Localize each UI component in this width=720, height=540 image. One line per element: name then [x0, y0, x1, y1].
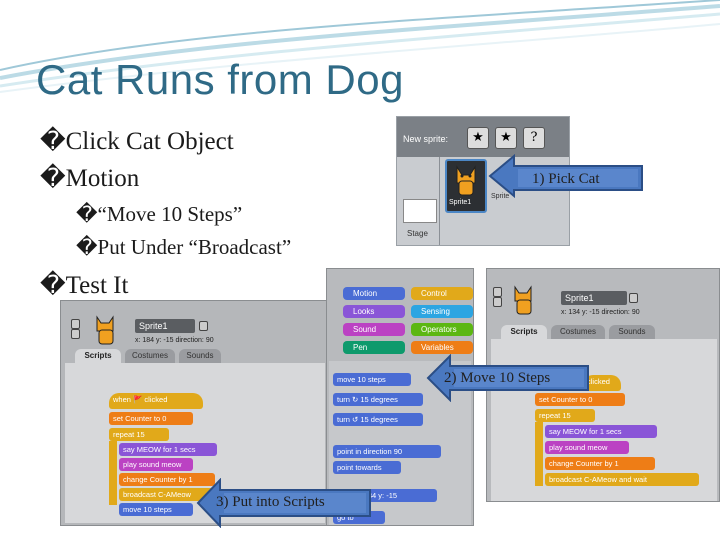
- sprite-name-field[interactable]: Sprite1: [561, 291, 627, 305]
- bullet-move-steps: �“Move 10 Steps”: [76, 202, 243, 226]
- repeat-block[interactable]: repeat 15: [109, 428, 169, 441]
- left-arrow-icon: [196, 478, 371, 528]
- callout-move-steps-text: 2) Move 10 Steps: [444, 370, 551, 386]
- category-sensing[interactable]: Sensing: [411, 305, 473, 318]
- rotate-style-icon[interactable]: [71, 319, 80, 329]
- tab-scripts[interactable]: Scripts: [75, 349, 121, 363]
- repeat-block[interactable]: repeat 15: [535, 409, 595, 422]
- new-sprite-panel: New sprite: ★ ★ ? Sprite1 Sprite Stage: [396, 116, 570, 246]
- broadcast-block[interactable]: broadcast C-AMeow: [119, 488, 215, 501]
- palette-point-direction-block[interactable]: point in direction 90: [333, 445, 441, 458]
- change-counter-block[interactable]: change Counter by 1: [545, 457, 655, 470]
- random-sprite-icon[interactable]: ?: [523, 127, 545, 149]
- scratch-editor-right: Sprite1 x: 134 y: -15 direction: 90 Scri…: [486, 268, 720, 502]
- lock-icon[interactable]: [199, 321, 208, 331]
- lock-icon[interactable]: [629, 293, 638, 303]
- when-flag-clicked-block[interactable]: clicked: [583, 375, 621, 391]
- tab-costumes[interactable]: Costumes: [551, 325, 605, 339]
- move-steps-block[interactable]: move 10 steps: [119, 503, 193, 516]
- flip-style-icon[interactable]: [493, 297, 502, 307]
- palette-move-steps-block[interactable]: move 10 steps: [333, 373, 411, 386]
- palette-point-towards-block[interactable]: point towards: [333, 461, 401, 474]
- sprite-thumbnail-label: Sprite1: [449, 199, 472, 206]
- play-sound-block[interactable]: play sound meow: [119, 458, 193, 471]
- flip-style-icon[interactable]: [71, 329, 80, 339]
- category-motion[interactable]: Motion: [343, 287, 405, 300]
- category-operators[interactable]: Operators: [411, 323, 473, 336]
- change-counter-block[interactable]: change Counter by 1: [119, 473, 215, 486]
- set-counter-block[interactable]: set Counter to 0: [109, 412, 193, 425]
- left-arrow-icon: [488, 154, 643, 198]
- sprite-name-field[interactable]: Sprite1: [135, 319, 195, 333]
- new-sprite-toolbar: New sprite: ★ ★ ?: [397, 117, 569, 157]
- category-variables[interactable]: Variables: [411, 341, 473, 354]
- second-sprite-label: Sprite: [491, 193, 510, 200]
- bullet-test-it: �Test It: [40, 272, 129, 299]
- palette-turn-cw-block[interactable]: turn ↻ 15 degrees: [333, 393, 423, 406]
- play-sound-block[interactable]: play sound meow: [545, 441, 629, 454]
- broadcast-and-wait-block[interactable]: broadcast C-AMeow and wait: [545, 473, 699, 486]
- palette-turn-ccw-block[interactable]: turn ↺ 15 degrees: [333, 413, 423, 426]
- slide-title: Cat Runs from Dog: [36, 56, 404, 103]
- stage-thumbnail[interactable]: [403, 199, 437, 223]
- tab-sounds[interactable]: Sounds: [609, 325, 655, 339]
- category-control[interactable]: Control: [411, 287, 473, 300]
- callout-pick-cat-text: 1) Pick Cat: [532, 171, 600, 187]
- left-arrow-icon: [426, 354, 589, 402]
- say-meow-block[interactable]: say MEOW for 1 secs: [119, 443, 217, 456]
- tab-costumes[interactable]: Costumes: [125, 349, 175, 363]
- cat-icon: [456, 165, 476, 196]
- category-looks[interactable]: Looks: [343, 305, 405, 318]
- category-sound[interactable]: Sound: [343, 323, 405, 336]
- callout-move-steps: 2) Move 10 Steps: [426, 354, 590, 402]
- callout-put-into-scripts: 3) Put into Scripts: [196, 478, 372, 528]
- rotate-style-icon[interactable]: [493, 287, 502, 297]
- tab-sounds[interactable]: Sounds: [179, 349, 221, 363]
- bullet-put-under: �Put Under “Broadcast”: [76, 235, 292, 259]
- panel-divider: [439, 157, 440, 245]
- new-sprite-label: New sprite:: [403, 134, 449, 144]
- repeat-block-arm: [535, 422, 543, 486]
- header-swoosh: [0, 0, 720, 93]
- cat-sprite-thumbnail[interactable]: [445, 159, 487, 213]
- say-meow-block[interactable]: say MEOW for 1 secs: [545, 425, 657, 438]
- cat-icon: [514, 285, 532, 315]
- scripts-area[interactable]: clicked set Counter to 0 repeat 15 say M…: [491, 339, 717, 501]
- paint-sprite-icon[interactable]: ★: [467, 127, 489, 149]
- callout-put-into-scripts-text: 3) Put into Scripts: [216, 494, 325, 510]
- when-flag-clicked-block[interactable]: when 🚩 clicked: [109, 393, 203, 409]
- category-pen[interactable]: Pen: [343, 341, 405, 354]
- scratch-editor-left: Sprite1 x: 184 y: -15 direction: 90 Scri…: [60, 300, 330, 526]
- stage-label: Stage: [407, 229, 428, 238]
- set-counter-block[interactable]: set Counter to 0: [535, 393, 625, 406]
- sprite-coordinates: x: 184 y: -15 direction: 90: [135, 337, 214, 344]
- tab-scripts[interactable]: Scripts: [501, 325, 547, 339]
- bullet-motion: �Motion: [40, 165, 140, 192]
- repeat-block-arm: [109, 441, 117, 505]
- star-sprite-icon[interactable]: ★: [495, 127, 517, 149]
- sprite-coordinates: x: 134 y: -15 direction: 90: [561, 309, 640, 316]
- callout-pick-cat: 1) Pick Cat: [488, 154, 644, 198]
- cat-icon: [96, 315, 114, 345]
- bullet-click-cat: �Click Cat Object: [40, 128, 234, 155]
